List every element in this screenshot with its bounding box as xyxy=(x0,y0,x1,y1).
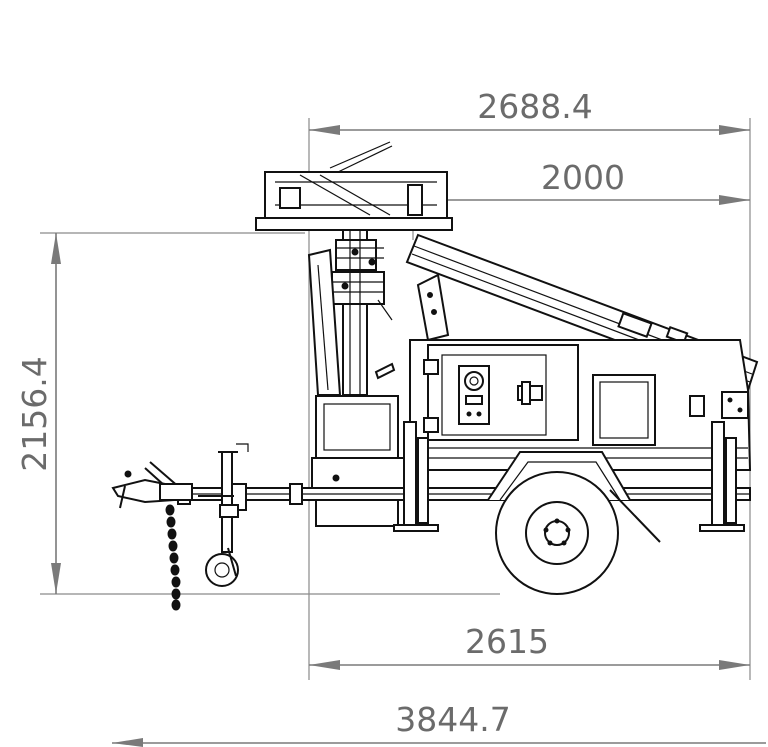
lamp-head xyxy=(255,141,453,231)
dimension-overall-length: 3844.7 xyxy=(112,700,766,747)
mast-base-box xyxy=(311,395,405,527)
generator-body xyxy=(409,339,752,471)
dimension-panel-width: 2000 xyxy=(413,158,750,205)
dimension-overall-height: 2156.4 xyxy=(15,233,61,594)
side-window xyxy=(592,374,749,446)
drawbar-hitch xyxy=(111,461,193,509)
dimension-label-overall-length: 3844.7 xyxy=(395,700,510,739)
jockey-wheel xyxy=(198,443,249,587)
dimension-label-overall-height: 2156.4 xyxy=(15,356,54,471)
outrigger-legs xyxy=(393,421,745,532)
dimension-label-body-length: 2615 xyxy=(465,622,549,661)
wheel-assembly xyxy=(487,451,661,595)
telescopic-mast xyxy=(331,229,396,396)
safety-chain xyxy=(165,504,181,611)
control-panel xyxy=(458,365,543,425)
dimension-label-mast-width: 2688.4 xyxy=(477,87,592,126)
panel-support xyxy=(416,273,450,342)
dimension-mast-width: 2688.4 xyxy=(309,87,750,135)
dimension-body-length: 2615 xyxy=(309,622,750,670)
dimension-label-panel-width: 2000 xyxy=(541,158,625,197)
